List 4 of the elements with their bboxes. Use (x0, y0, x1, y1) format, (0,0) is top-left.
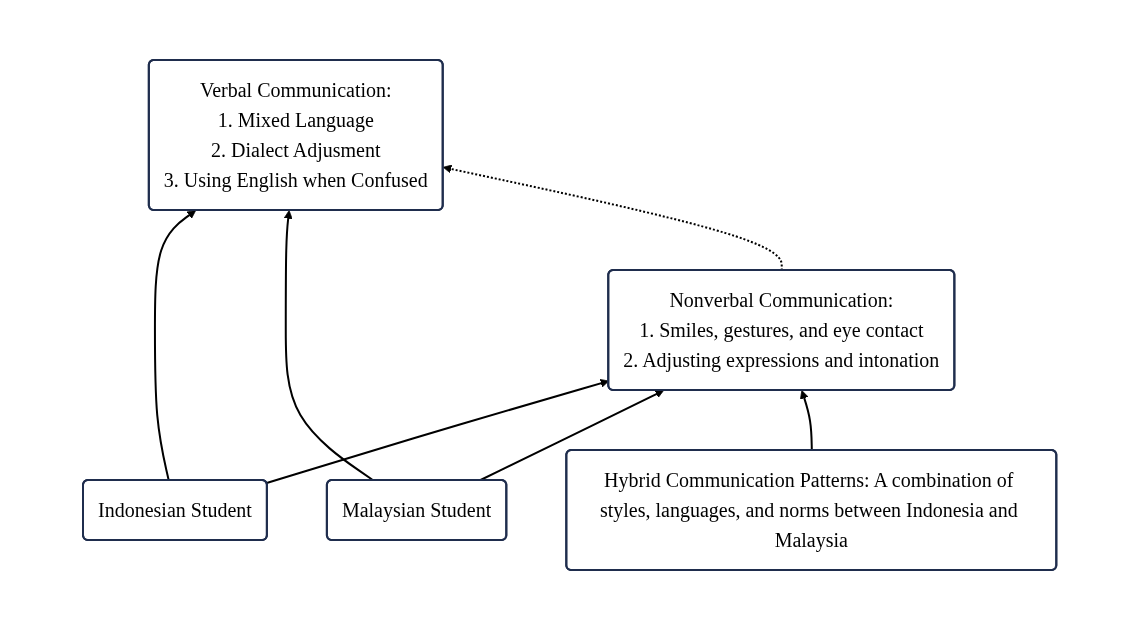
arrow (153, 209, 196, 481)
arrow (283, 209, 375, 481)
arrow (799, 389, 813, 451)
arrow (265, 378, 609, 484)
